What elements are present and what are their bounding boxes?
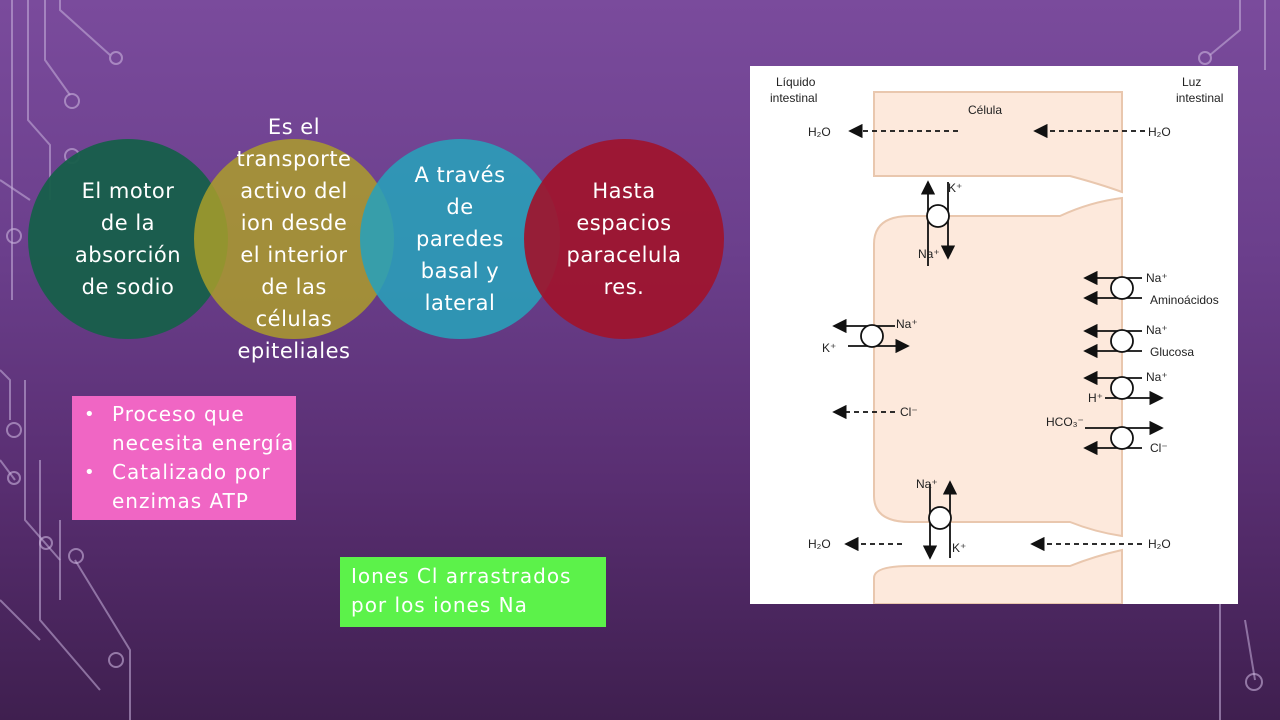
bullet-list: Proceso que necesita energía Catalizado … [80,400,320,516]
na-label: Na⁺ [918,247,940,261]
right-header-2: intestinal [1176,91,1223,105]
hco3-label: HCO₃⁻ [1046,415,1084,429]
circle-espacios: Hasta espacios paracelula res. [524,139,724,339]
circle-motor-text: El motor de la absorción de sodio [74,179,182,299]
left-header-2: intestinal [770,91,817,105]
right-header-1: Luz [1182,75,1201,89]
cell-bottom [873,548,1123,605]
transport-diagram: Líquido intestinal Luz intestinal Célula [750,66,1238,605]
cell-label: Célula [968,103,1002,117]
cl-label: Cl⁻ [900,405,918,419]
glucosa-label: Glucosa [1150,345,1194,359]
left-header-1: Líquido [776,75,816,89]
bullet-item: Catalizado por enzimas ATP [80,458,320,516]
na-label: Na⁺ [1146,271,1168,285]
circle-paredes: A través de paredes basal y lateral [360,139,560,339]
h2o-label: H₂O [808,125,831,139]
aminoacidos-label: Aminoácidos [1150,293,1219,307]
h-label: H⁺ [1088,391,1103,405]
na-label: Na⁺ [1146,370,1168,384]
bullet-item: Proceso que necesita energía [80,400,320,458]
circle-espacios-text: Hasta espacios paracelula res. [566,179,682,299]
k-label: K⁺ [822,341,836,355]
cl-label: Cl⁻ [1150,441,1168,455]
k-label: K⁺ [952,541,966,555]
circle-paredes-text: A través de paredes basal y lateral [414,163,506,315]
h2o-label: H₂O [1148,125,1171,139]
cell-middle [873,196,1123,538]
circle-transporte-text: Es el transporte activo del ion desde el… [236,115,352,363]
h2o-label: H₂O [1148,537,1171,551]
na-label: Na⁺ [916,477,938,491]
cell-top [873,91,1123,194]
na-label: Na⁺ [896,317,918,331]
k-label: K⁺ [948,181,962,195]
na-label: Na⁺ [1146,323,1168,337]
diagram-svg: Líquido intestinal Luz intestinal Célula [770,75,1223,605]
h2o-label: H₂O [808,537,831,551]
green-box: Iones Cl arrastrados por los iones Na [340,557,606,627]
